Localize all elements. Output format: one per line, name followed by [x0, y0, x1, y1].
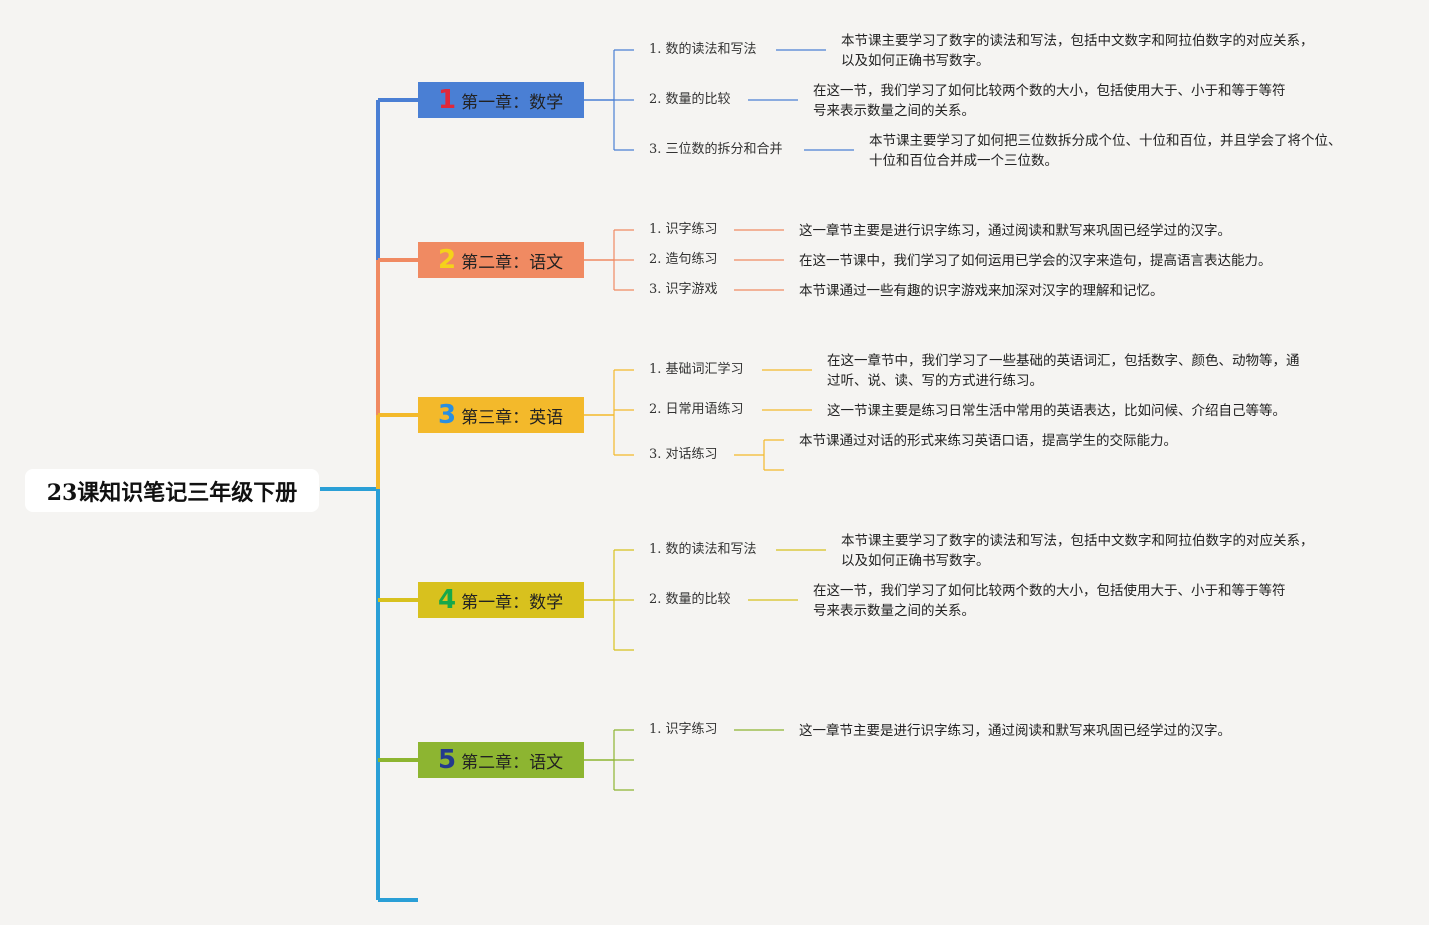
topic-label[interactable]: 1. 数的读法和写法	[649, 542, 757, 557]
description-line: 以及如何正确书写数字。	[841, 53, 990, 69]
description-line: 本节课主要学习了数字的读法和写法，包括中文数字和阿拉伯数字的对应关系，	[841, 33, 1314, 49]
chapter-number: 3	[438, 400, 457, 430]
topic-description: 这一章节主要是进行识字练习，通过阅读和默写来巩固已经学过的汉字。	[799, 221, 1231, 241]
description-line: 在这一章节中，我们学习了一些基础的英语词汇，包括数字、颜色、动物等，通	[827, 353, 1300, 369]
chapter-title: 第三章：英语	[461, 407, 564, 428]
description-line: 这一章节主要是进行识字练习，通过阅读和默写来巩固已经学过的汉字。	[799, 723, 1231, 739]
description-line: 过听、说、读、写的方式进行练习。	[827, 373, 1043, 389]
description-line: 在这一节，我们学习了如何比较两个数的大小，包括使用大于、小于和等于等符	[813, 583, 1286, 599]
topic-label[interactable]: 1. 数的读法和写法	[649, 42, 757, 57]
description-line: 这一节课主要是练习日常生活中常用的英语表达，比如问候、介绍自己等等。	[827, 403, 1286, 419]
topic-description: 在这一节，我们学习了如何比较两个数的大小，包括使用大于、小于和等于等符号来表示数…	[813, 81, 1286, 121]
description-line: 本节课通过一些有趣的识字游戏来加深对汉字的理解和记忆。	[799, 283, 1164, 299]
description-line: 号来表示数量之间的关系。	[813, 603, 975, 619]
topic-label[interactable]: 3. 三位数的拆分和合并	[649, 142, 783, 157]
chapter-number: 5	[438, 745, 457, 775]
topic-label[interactable]: 1. 识字练习	[649, 222, 718, 237]
topic-label[interactable]: 2. 数量的比较	[649, 92, 731, 107]
chapter-title: 第二章：语文	[461, 252, 564, 273]
description-line: 号来表示数量之间的关系。	[813, 103, 975, 119]
description-line: 本节课主要学习了数字的读法和写法，包括中文数字和阿拉伯数字的对应关系，	[841, 533, 1314, 549]
chapter-title: 第二章：语文	[461, 752, 564, 773]
chapter-title: 第一章：数学	[461, 592, 564, 613]
topic-description: 在这一章节中，我们学习了一些基础的英语词汇，包括数字、颜色、动物等，通过听、说、…	[827, 351, 1300, 391]
description-line: 以及如何正确书写数字。	[841, 553, 990, 569]
topic-description: 本节课通过对话的形式来练习英语口语，提高学生的交际能力。	[799, 431, 1177, 451]
chapter-number: 1	[438, 85, 457, 115]
topic-description: 本节课主要学习了数字的读法和写法，包括中文数字和阿拉伯数字的对应关系， 以及如何正…	[841, 31, 1314, 71]
topic-description: 这一节课主要是练习日常生活中常用的英语表达，比如问候、介绍自己等等。	[827, 401, 1286, 421]
topic-label[interactable]: 2. 日常用语练习	[649, 402, 744, 417]
topic-description: 这一章节主要是进行识字练习，通过阅读和默写来巩固已经学过的汉字。	[799, 721, 1231, 741]
description-line: 本节课通过对话的形式来练习英语口语，提高学生的交际能力。	[799, 433, 1177, 449]
topic-label[interactable]: 2. 造句练习	[649, 252, 718, 267]
topic-description: 本节课主要学习了数字的读法和写法，包括中文数字和阿拉伯数字的对应关系， 以及如何正…	[841, 531, 1314, 571]
chapter-number: 2	[438, 245, 457, 275]
topic-label[interactable]: 1. 基础词汇学习	[649, 362, 744, 377]
topic-label[interactable]: 3. 对话练习	[649, 447, 718, 462]
topic-description: 本节课主要学习了如何把三位数拆分成个位、十位和百位，并且学会了将个位、十位和百位…	[869, 131, 1342, 171]
topic-description: 在这一节，我们学习了如何比较两个数的大小，包括使用大于、小于和等于等符号来表示数…	[813, 581, 1286, 621]
topic-label[interactable]: 2. 数量的比较	[649, 592, 731, 607]
description-line: 本节课主要学习了如何把三位数拆分成个位、十位和百位，并且学会了将个位、	[869, 133, 1342, 149]
description-line: 这一章节主要是进行识字练习，通过阅读和默写来巩固已经学过的汉字。	[799, 223, 1231, 239]
topic-description: 本节课通过一些有趣的识字游戏来加深对汉字的理解和记忆。	[799, 281, 1164, 301]
description-line: 十位和百位合并成一个三位数。	[869, 153, 1058, 169]
topic-description: 在这一节课中，我们学习了如何运用已学会的汉字来造句，提高语言表达能力。	[799, 251, 1272, 271]
chapter-number: 4	[438, 585, 457, 615]
description-line: 在这一节，我们学习了如何比较两个数的大小，包括使用大于、小于和等于等符	[813, 83, 1286, 99]
chapter-title: 第一章：数学	[461, 92, 564, 113]
description-line: 在这一节课中，我们学习了如何运用已学会的汉字来造句，提高语言表达能力。	[799, 253, 1272, 269]
topic-label[interactable]: 3. 识字游戏	[649, 282, 718, 297]
root-title: 23课知识笔记三年级下册	[46, 479, 298, 506]
root-topic[interactable]: 23课知识笔记三年级下册	[25, 469, 319, 512]
topic-label[interactable]: 1. 识字练习	[649, 722, 718, 737]
